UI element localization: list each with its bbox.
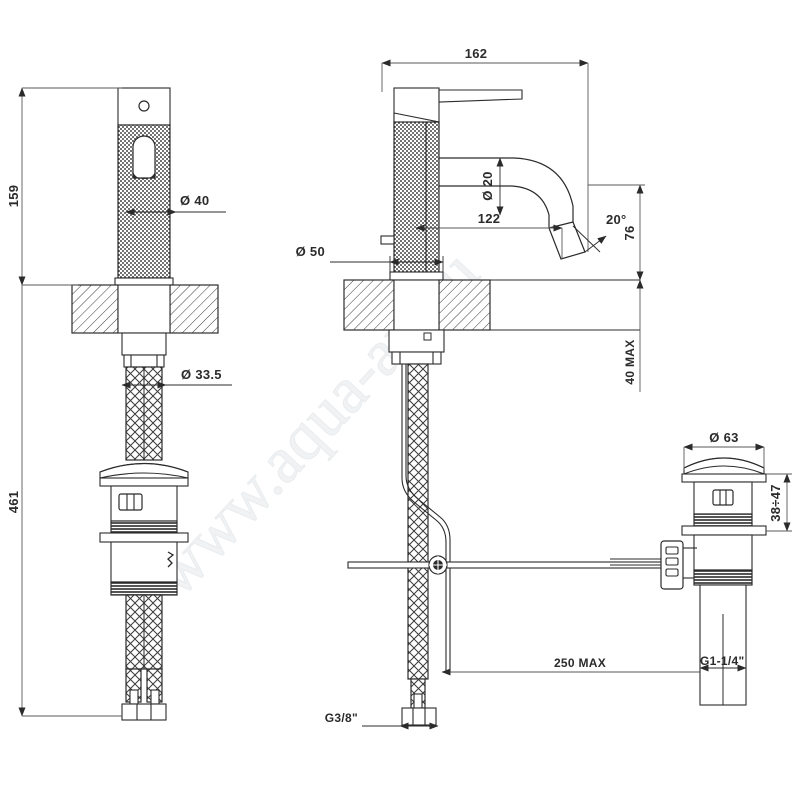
dim-dia63-label: Ø 63 (709, 430, 738, 445)
dim-250max-label: 250 MAX (554, 656, 606, 670)
dim-122: 122 (415, 211, 563, 259)
fixing-collar (121, 332, 167, 356)
dim-dia335: Ø 33.5 (121, 367, 232, 389)
pivot-hole (138, 100, 150, 112)
dim-20deg-label: 20° (606, 212, 627, 227)
waste-lower-barrel (110, 541, 178, 583)
dim-20deg: 20° (572, 212, 627, 253)
waste-mid-flange (99, 532, 189, 543)
fixing-nut-side (391, 351, 442, 365)
waste-mid-flange-detail (681, 525, 767, 536)
dim-dia50: Ø 50 (296, 244, 444, 272)
fixing-collar-side (388, 329, 445, 353)
lever-housing (117, 87, 171, 126)
dim-122-label: 122 (478, 211, 501, 226)
dim-dia20-label: Ø 20 (480, 171, 495, 200)
waste-lower-barrel-detail (693, 534, 753, 571)
waste-thread-lower (110, 581, 178, 596)
dim-dia335-label: Ø 33.5 (181, 367, 222, 382)
base-ring (114, 277, 174, 286)
flexible-hose-side (407, 363, 429, 680)
dim-g38: G3/8" (325, 711, 439, 730)
collar-detail (423, 332, 432, 341)
supply-connector-nuts (121, 703, 167, 721)
right-view (610, 457, 767, 706)
left-view-dimensions: 159 461 Ø 40 Ø 33.5 (6, 87, 232, 717)
dim-162: 162 (381, 46, 589, 252)
dim-76-label: 76 (622, 225, 637, 240)
right-view-dimensions: Ø 63 38÷47 G1-1/4" (683, 430, 792, 672)
left-view (71, 87, 219, 721)
clevis-hole-2 (665, 557, 679, 566)
dim-461-label: 461 (6, 491, 21, 514)
lift-rod-left-edge (401, 364, 447, 672)
waste-thread-lower-detail (693, 569, 753, 586)
knurled-sleeve-side (393, 121, 440, 279)
dim-159: 159 (6, 87, 122, 286)
dim-dia63: Ø 63 (683, 430, 765, 470)
dim-40max-label: 40 MAX (623, 339, 637, 384)
dim-g114-label: G1-1/4" (700, 654, 744, 668)
clevis-hole-1 (665, 546, 679, 555)
dim-g38-label: G3/8" (325, 711, 358, 725)
dim-162-label: 162 (465, 46, 488, 61)
waste-thread-upper-detail (693, 513, 753, 527)
spout-outer-profile (439, 157, 574, 222)
center-view (343, 87, 669, 726)
dim-3847-label: 38÷47 (768, 484, 783, 522)
handle-index-stub (380, 235, 395, 245)
waste-cap-flange (99, 477, 189, 487)
counter-section-side-left (343, 279, 395, 331)
dim-40max: 40 MAX (623, 279, 644, 392)
base-ring-side (389, 271, 444, 281)
counter-section-right (169, 284, 219, 334)
counter-section-left (71, 284, 119, 334)
spout-inner-profile (439, 185, 550, 228)
clevis-hole-3 (665, 568, 679, 577)
lift-rod-right-edge (405, 364, 451, 672)
waste-window-detail (712, 489, 734, 506)
dim-3847: 38÷47 (766, 473, 792, 532)
dim-dia40: Ø 40 (125, 193, 226, 216)
dim-g114: G1-1/4" (699, 654, 747, 672)
dim-dia50-label: Ø 50 (296, 244, 325, 259)
dim-76: 76 (588, 184, 645, 281)
lever-arm (438, 89, 523, 103)
dim-461: 461 (6, 285, 122, 717)
shank-through-counter-side (393, 279, 440, 331)
sleeve-slot (132, 135, 156, 179)
supply-connector-nut-side (401, 707, 437, 726)
clevis-edge-marks (167, 551, 175, 568)
fixing-nut (123, 354, 165, 368)
waste-window (118, 493, 143, 511)
dim-dia40-label: Ø 40 (180, 193, 209, 208)
dim-dia20: Ø 20 (480, 157, 504, 216)
shank-through-counter (117, 284, 171, 334)
dim-159-label: 159 (6, 185, 21, 208)
counter-section-side-right (438, 279, 491, 331)
center-view-dimensions: 162 Ø 20 122 20° Ø 50 (296, 46, 711, 730)
waste-thread-upper (110, 520, 178, 534)
waste-cap-flange-detail (681, 473, 767, 483)
